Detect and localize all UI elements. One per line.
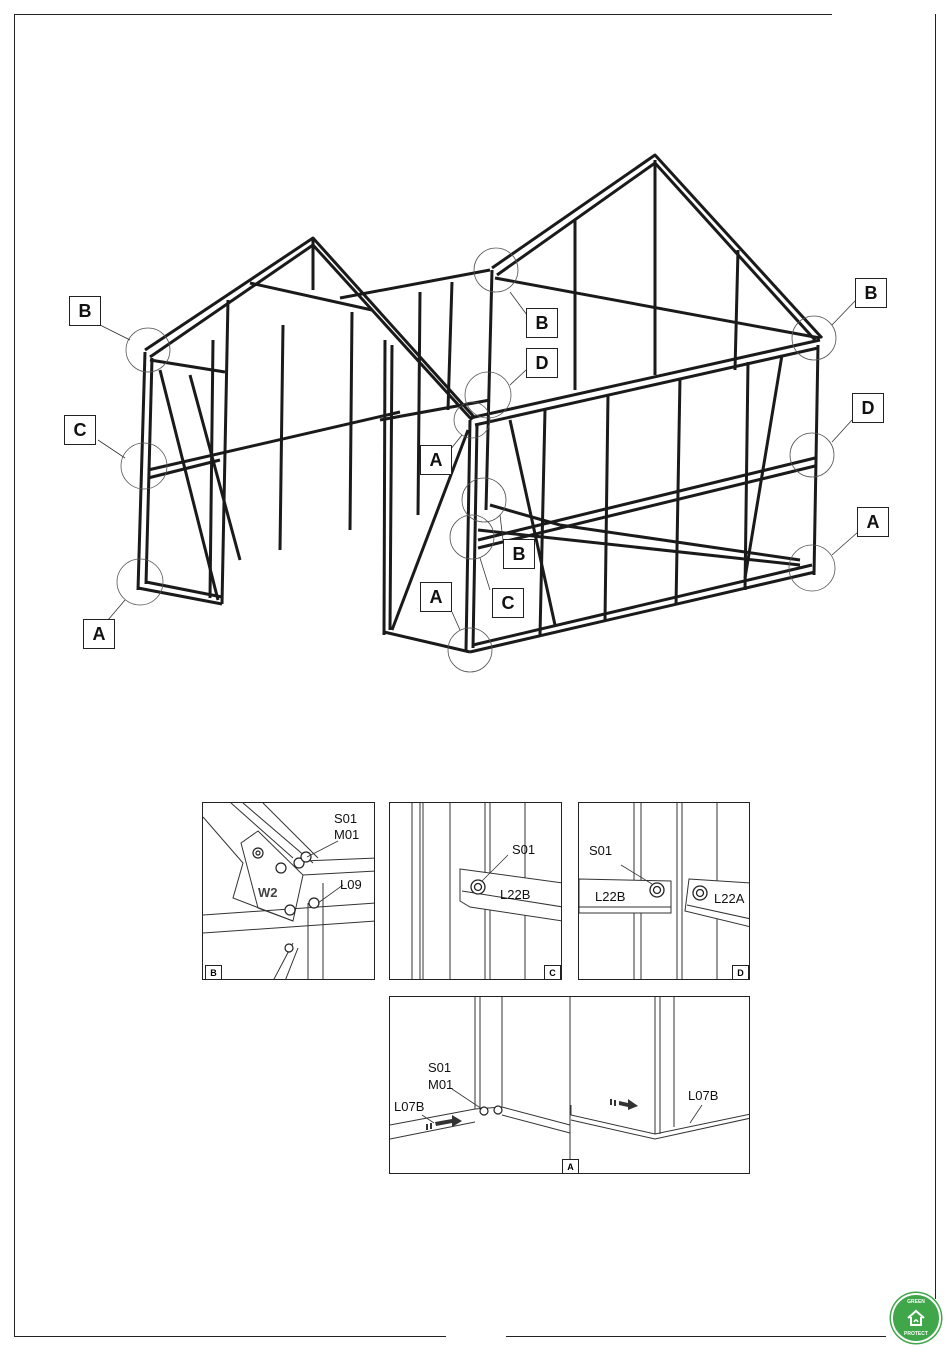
detail-b-w2-label: W2: [258, 885, 278, 900]
detail-a-l07b-left-label: L07B: [394, 1099, 424, 1114]
detail-d-tag: D: [732, 965, 749, 980]
label-a-right: A: [857, 507, 889, 537]
detail-panel-a: S01 M01 L07B L07B A: [389, 996, 750, 1174]
detail-panel-d: S01 L22B L22A D: [578, 802, 750, 980]
detail-panel-c: S01 L22B C: [389, 802, 562, 980]
label-d-right: D: [852, 393, 884, 423]
detail-c-l22b-label: L22B: [500, 887, 530, 902]
detail-panel-b: S01 M01 L09 W2 B: [202, 802, 375, 980]
logo-top-text: GREEN: [893, 1299, 939, 1305]
detail-c-drawing: [390, 803, 562, 980]
label-b-center: B: [526, 308, 558, 338]
detail-d-s01-label: S01: [589, 843, 612, 858]
detail-b-tag: B: [205, 965, 222, 980]
detail-a-s01-label: S01: [428, 1060, 451, 1075]
detail-c-tag: C: [544, 965, 561, 980]
detail-c-s01-label: S01: [512, 842, 535, 857]
detail-a-tag: A: [562, 1159, 579, 1174]
detail-d-l22a-label: L22A: [714, 891, 744, 906]
label-b-lower: B: [503, 539, 535, 569]
label-a-left: A: [83, 619, 115, 649]
logo-bottom-text: PROTECT: [893, 1331, 939, 1337]
label-b-left: B: [69, 296, 101, 326]
page-border-bottom-right: [506, 1336, 886, 1337]
label-c-left: C: [64, 415, 96, 445]
detail-b-m01-label: M01: [334, 827, 359, 842]
greenhouse-frame-drawing: [0, 0, 950, 700]
detail-a-m01-label: M01: [428, 1077, 453, 1092]
page-border-bottom-left: [14, 1336, 446, 1337]
detail-b-l09-label: L09: [340, 877, 362, 892]
label-d-center: D: [526, 348, 558, 378]
label-b-right: B: [855, 278, 887, 308]
house-icon: [906, 1308, 926, 1328]
label-a-center: A: [420, 445, 452, 475]
detail-a-l07b-right-label: L07B: [688, 1088, 718, 1103]
detail-d-l22b-label: L22B: [595, 889, 625, 904]
detail-b-s01-label: S01: [334, 811, 357, 826]
green-protect-logo: GREEN PROTECT: [891, 1293, 941, 1343]
label-c-lower: C: [492, 588, 524, 618]
label-a-lower: A: [420, 582, 452, 612]
